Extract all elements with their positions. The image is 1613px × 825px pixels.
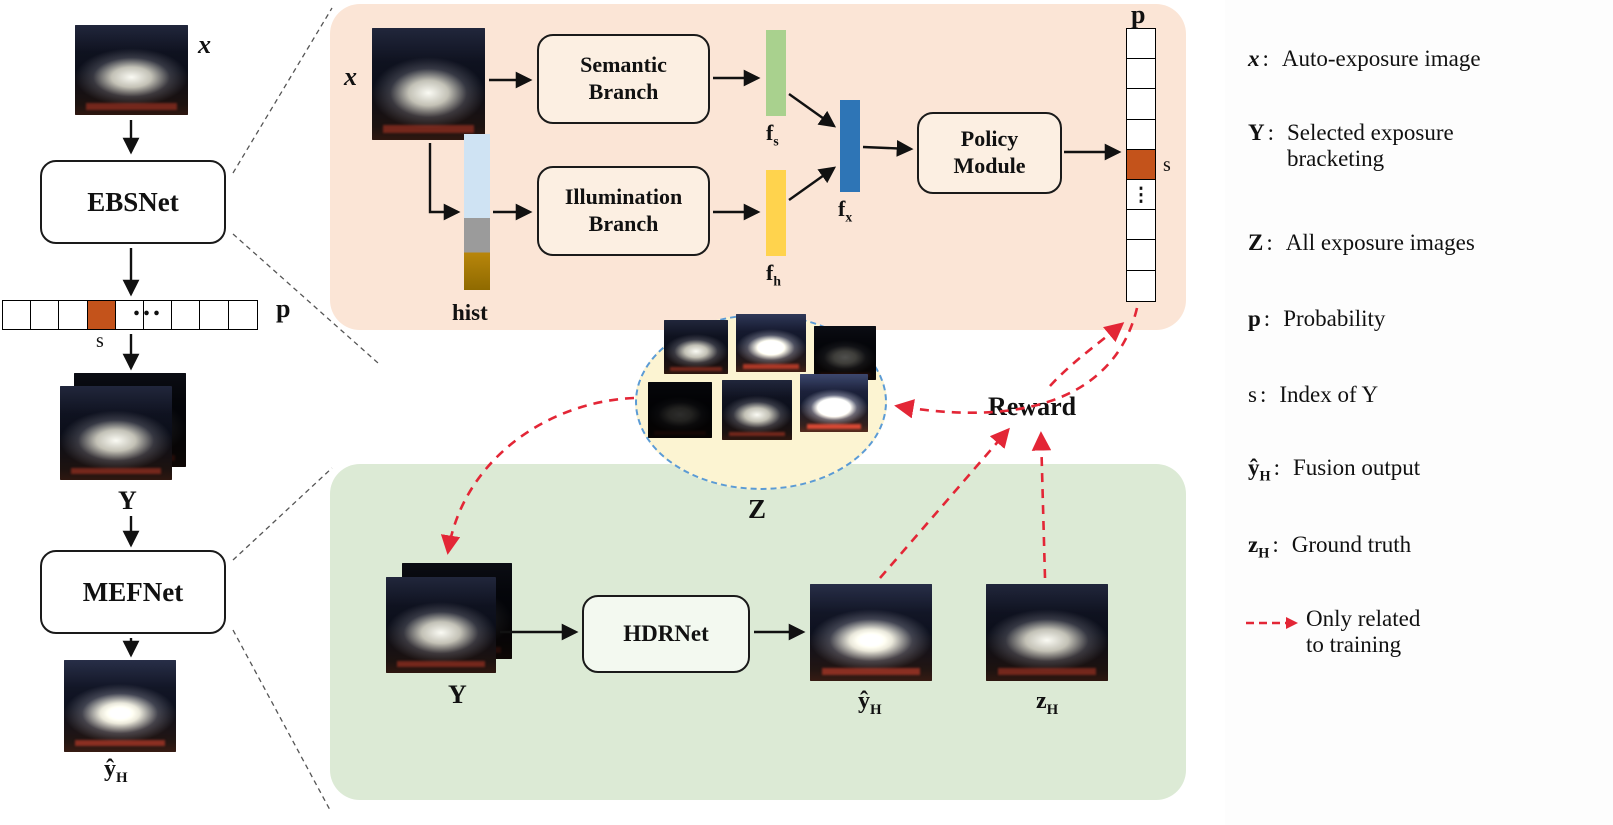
dashed-link-mefnet-bottom <box>232 629 331 811</box>
histogram-bar <box>464 134 490 290</box>
prob-cell <box>227 300 258 330</box>
x-label: x <box>198 30 211 59</box>
mefnet-box: MEFNet <box>40 550 226 634</box>
detail-y-label: Y <box>448 680 467 709</box>
prob-cell <box>2 300 32 330</box>
prob-cell <box>1126 239 1156 272</box>
y-stack-front-image <box>386 577 496 673</box>
fusion-output-image <box>64 660 176 752</box>
z-thumb-3 <box>814 326 876 380</box>
prob-cell <box>30 300 61 330</box>
fs-label: fs <box>766 120 779 149</box>
prob-cell-selected <box>1126 148 1156 181</box>
z-thumb-1 <box>664 320 728 374</box>
prob-cell <box>1126 88 1156 121</box>
prob-cell <box>58 300 89 330</box>
semantic-branch-box: Semantic Branch <box>537 34 710 124</box>
prob-cell <box>1126 28 1156 60</box>
legend-panel <box>1225 0 1613 825</box>
detail-p-label: p <box>1131 0 1146 29</box>
prob-cell-dots: ⋮ <box>1126 179 1156 212</box>
legend-item-s: s: Index of Y <box>1248 382 1379 407</box>
ebsnet-box: EBSNet <box>40 160 226 244</box>
prob-cell <box>1126 209 1156 242</box>
hdr-output-image <box>810 584 932 681</box>
probability-vector-vertical: ⋮ <box>1126 28 1156 302</box>
z-thumb-4 <box>648 382 712 438</box>
prob-cell <box>1126 269 1156 302</box>
legend-rows: x: Auto-exposure image Y: Selected expos… <box>1225 0 1613 825</box>
z-thumb-2 <box>736 314 806 372</box>
legend-item-z: Z: All exposure images <box>1248 230 1475 255</box>
yhat-label: ŷH <box>858 688 882 718</box>
hist-label: hist <box>452 300 488 325</box>
dashed-link-mefnet-top <box>232 467 333 561</box>
y-label: Y <box>118 486 137 515</box>
prob-cell <box>1126 118 1156 151</box>
prob-cell <box>199 300 230 330</box>
reward-label: Reward <box>988 392 1077 421</box>
prob-cell <box>1126 58 1156 91</box>
fx-label: fx <box>838 196 853 225</box>
red-arrow-reward-to-p <box>1049 322 1125 387</box>
detail-x-label: x <box>344 62 357 91</box>
prob-cell <box>143 300 174 330</box>
illumination-feature-bar <box>766 170 786 256</box>
p-label: p <box>276 294 291 323</box>
zh-label: zH <box>1036 688 1059 718</box>
prob-cell <box>171 300 202 330</box>
prob-cell-selected <box>86 300 117 330</box>
fh-label: fh <box>766 260 781 289</box>
policy-module-box: Policy Module <box>917 112 1062 194</box>
ellipsis-dots: ... <box>133 291 163 322</box>
illumination-branch-box: Illumination Branch <box>537 166 710 256</box>
legend-item-x: x: Auto-exposure image <box>1248 46 1481 71</box>
detail-s-label: s <box>1163 154 1171 176</box>
output-label: ŷH <box>104 756 128 786</box>
exposure-bracketing-front-image <box>60 386 172 480</box>
legend-item-zh: zH: Ground truth <box>1248 532 1412 562</box>
fused-feature-bar <box>840 100 860 192</box>
auto-exposure-image <box>75 25 188 115</box>
hdrnet-box: HDRNet <box>582 595 750 673</box>
red-dashed-arrow-icon <box>1246 617 1298 629</box>
z-thumb-6 <box>800 374 868 432</box>
s-label: s <box>96 330 104 352</box>
z-thumb-5 <box>722 380 792 440</box>
ground-truth-image <box>986 584 1108 681</box>
z-label: Z <box>748 494 767 524</box>
probability-vector-horizontal <box>2 300 258 330</box>
legend-item-p: p: Probability <box>1248 306 1386 331</box>
dashed-link-ebsnet-top <box>232 7 333 174</box>
semantic-feature-bar <box>766 30 786 116</box>
legend-item-yhat: ŷH: Fusion output <box>1248 455 1421 485</box>
detail-input-image <box>372 28 485 140</box>
